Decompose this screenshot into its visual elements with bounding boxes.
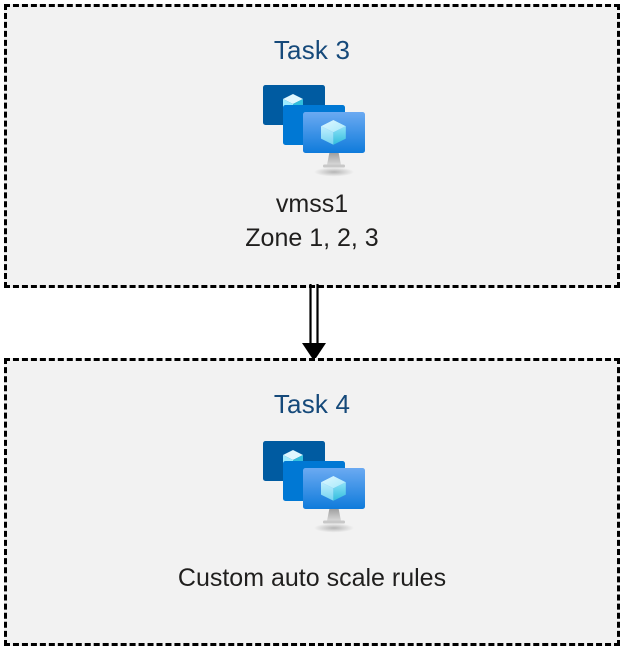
task-3-captions: vmss1 Zone 1, 2, 3 xyxy=(7,187,617,255)
task-4-captions: Custom auto scale rules xyxy=(7,561,617,595)
azure-vm-scale-set-icon xyxy=(263,441,365,533)
task-4-title: Task 4 xyxy=(273,389,351,419)
azure-vm-scale-set-icon xyxy=(263,85,365,177)
task-3-caption-line-1: vmss1 xyxy=(275,190,349,218)
task-3-title: Task 3 xyxy=(273,35,351,65)
connector-arrow-task3-to-task4 xyxy=(302,284,326,361)
task-box-task-4[interactable]: Task 4 xyxy=(4,358,620,646)
task-3-caption-line-2: Zone 1, 2, 3 xyxy=(245,224,379,252)
task-4-caption-line-1: Custom auto scale rules xyxy=(177,564,447,592)
task-box-task-3[interactable]: Task 3 xyxy=(4,4,620,288)
